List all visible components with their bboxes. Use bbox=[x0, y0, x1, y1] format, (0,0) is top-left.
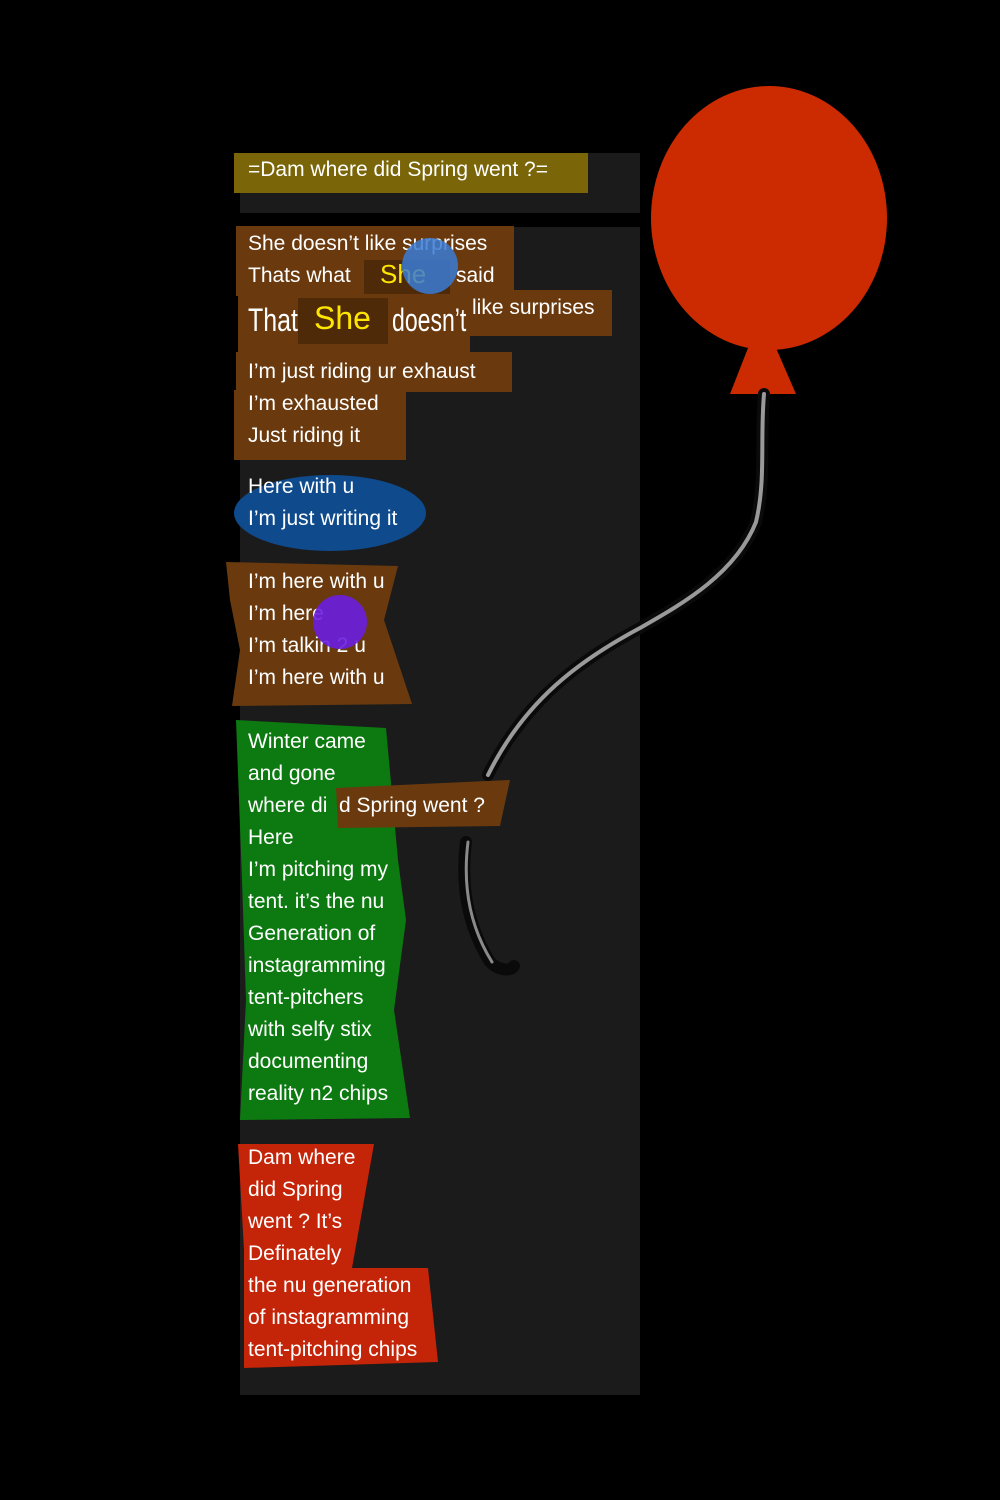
stanza1-line3d: like surprises bbox=[472, 296, 595, 319]
poem-title: =Dam where did Spring went ?= bbox=[248, 158, 548, 181]
stanza4-line5: I’m pitching my bbox=[248, 858, 389, 881]
stanza1-background-tail bbox=[466, 290, 612, 336]
stanza1-line3a: That bbox=[248, 302, 298, 338]
balloon-knot bbox=[730, 348, 796, 394]
stanza5-line7: tent-pitching chips bbox=[248, 1338, 418, 1361]
stanza3-line1: I’m here with u bbox=[248, 570, 385, 593]
stanza4-line10: with selfy stix bbox=[248, 1018, 372, 1041]
stanza1-line2a: Thats what bbox=[248, 264, 351, 287]
stanza3-line4: I’m here with u bbox=[248, 666, 385, 689]
spring-went-overlay bbox=[336, 780, 510, 828]
stanza4-line3b: d Spring went ? bbox=[339, 794, 485, 817]
stanza1-background-bottom bbox=[234, 390, 406, 460]
stanza4-line7: Generation of bbox=[248, 922, 376, 945]
stanza4-line6: tent. it’s the nu bbox=[248, 890, 385, 913]
stanza5-line2: did Spring bbox=[248, 1178, 343, 1201]
she-highlight-2-background bbox=[298, 298, 388, 344]
stanza4-line11: documenting bbox=[248, 1050, 369, 1073]
stanza5-line4: Definately bbox=[248, 1242, 342, 1265]
stanza1-line3b: She bbox=[314, 300, 371, 336]
stanza3-line2: I’m here bbox=[248, 602, 324, 625]
balloon-string-highlight bbox=[486, 392, 766, 777]
stanza5-background bbox=[238, 1144, 438, 1368]
stanza4-line3a: where di bbox=[248, 794, 328, 817]
balloon-string-end bbox=[458, 836, 520, 976]
stanza4-line9: tent-pitchers bbox=[248, 986, 364, 1009]
stanza5-line3: went ? It’s bbox=[248, 1210, 343, 1233]
stanza1-line6: Just riding it bbox=[248, 424, 361, 447]
stanza2-line1: Here with u bbox=[248, 475, 355, 498]
stanza5-line5: the nu generation bbox=[248, 1274, 412, 1297]
stanza4-line1: Winter came bbox=[248, 730, 366, 753]
stanza5-line6: of instagramming bbox=[248, 1306, 410, 1329]
stanza1-line2c: said bbox=[456, 264, 495, 287]
stanza2-background bbox=[234, 475, 426, 551]
stanza4-line2: and gone bbox=[248, 762, 336, 785]
stanza1-line3c: doesn’t bbox=[392, 302, 467, 338]
title-background bbox=[234, 153, 588, 193]
stanza1-line5: I’m exhausted bbox=[248, 392, 379, 415]
stanza1-line4: I’m just riding ur exhaust bbox=[248, 360, 476, 383]
stanza1-background-bottom-wide bbox=[236, 352, 512, 392]
stanza4-line12: reality n2 chips bbox=[248, 1082, 389, 1105]
balloon-string-end-highlight bbox=[464, 840, 494, 964]
stanza2-line2: I’m just writing it bbox=[248, 507, 398, 530]
stanza4-line8: instagramming bbox=[248, 954, 386, 977]
stanza5-line1: Dam where bbox=[248, 1146, 356, 1169]
balloon-body bbox=[651, 86, 887, 350]
stanza4-line4: Here bbox=[248, 826, 294, 849]
